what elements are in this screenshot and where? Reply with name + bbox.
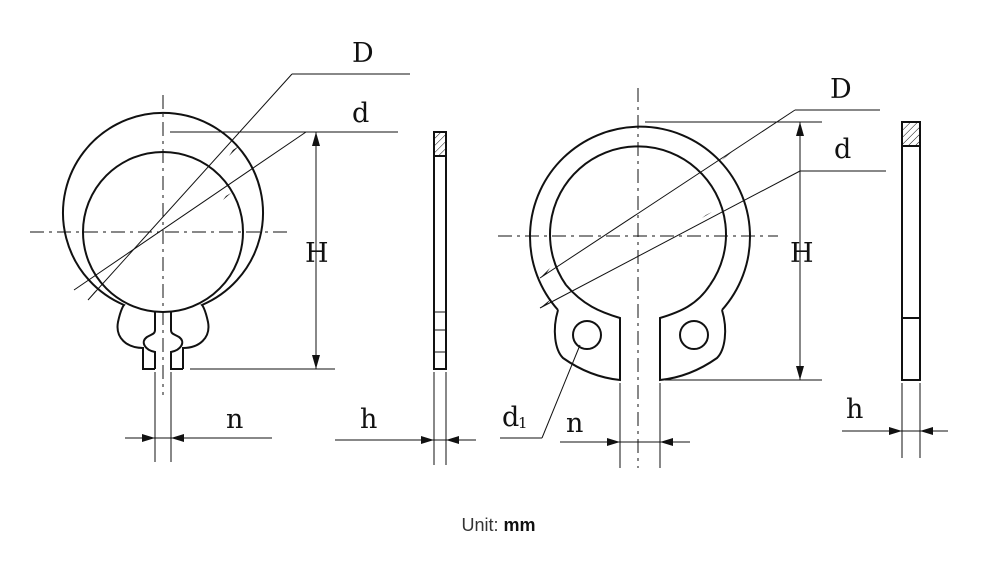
right-ring-right-lug xyxy=(659,284,727,382)
left-ring-inner-circle xyxy=(82,151,244,313)
right-ring-outer-arc xyxy=(529,125,751,311)
right-label-D: D xyxy=(830,74,852,105)
left-ring-gap-notch xyxy=(142,312,184,370)
right-ring-d-leader xyxy=(539,109,796,279)
right-label-H: H xyxy=(790,238,814,269)
left-label-H: H xyxy=(305,238,329,269)
left-label-D: D xyxy=(352,38,374,69)
right-ring-group xyxy=(498,88,886,468)
left-side-view xyxy=(335,131,476,465)
right-ring-right-hole xyxy=(679,320,709,350)
left-ring-group xyxy=(30,73,410,462)
right-ring-d1-leader xyxy=(541,344,581,439)
right-label-h: h xyxy=(846,394,863,425)
left-ring-small-d-leader xyxy=(73,131,307,291)
left-label-d: d xyxy=(352,98,369,129)
right-ring-inner-arc xyxy=(549,145,727,286)
unit-value: mm xyxy=(503,515,536,535)
retaining-ring-technical-drawing: D d H n h D d H n h d 1 xyxy=(30,38,948,468)
left-ring-outer-outline xyxy=(62,111,264,370)
right-side-view xyxy=(842,121,948,458)
left-label-n: n xyxy=(226,404,243,435)
right-ring-left-hole xyxy=(572,320,602,350)
right-label-d1-subscript: 1 xyxy=(518,414,528,432)
unit-caption: Unit: mm xyxy=(0,515,997,536)
unit-label: Unit: xyxy=(461,515,499,535)
right-ring-small-d-leader xyxy=(539,170,801,309)
left-ring-d-leader xyxy=(87,73,293,301)
right-label-n: n xyxy=(566,408,583,439)
right-label-d1: d xyxy=(502,402,519,433)
right-label-d: d xyxy=(834,134,851,165)
left-label-h: h xyxy=(360,404,377,435)
right-ring-left-lug xyxy=(553,284,621,382)
